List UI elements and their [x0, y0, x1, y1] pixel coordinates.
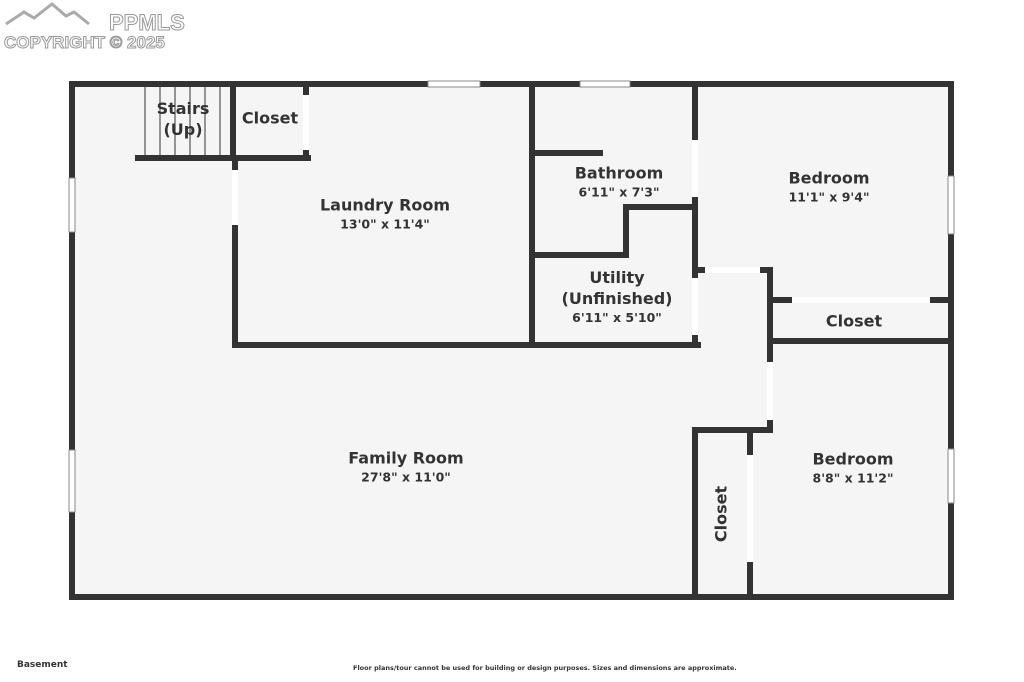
window: [947, 175, 955, 235]
stair-treads: [144, 87, 221, 155]
floor-label: Basement: [17, 660, 68, 670]
window: [947, 448, 955, 504]
ppmls-watermark: PPMLS COPYRIGHT © 2025: [4, 2, 185, 53]
window: [427, 80, 481, 88]
door: [705, 267, 760, 273]
door: [747, 455, 753, 562]
copyright-text: COPYRIGHT © 2025: [4, 33, 166, 53]
window: [579, 80, 631, 88]
door: [303, 95, 309, 150]
brand-text: PPMLS: [109, 10, 186, 36]
room-stairs: Stairs (Up): [156, 99, 210, 139]
window: [68, 449, 76, 513]
mountain-logo-icon: [5, 2, 90, 26]
doors-and-windows: [68, 80, 955, 562]
door: [792, 297, 930, 303]
room-closet-1: Closet: [241, 108, 299, 128]
window: [68, 177, 76, 233]
room-utility: Utility (Unfinished)6'11" x 5'10": [561, 268, 673, 325]
room-closet-3: Closet: [711, 485, 731, 543]
door: [692, 140, 698, 197]
door: [767, 362, 773, 420]
room-closet-2: Closet: [825, 311, 883, 331]
disclaimer: Floor plans/tour cannot be used for buil…: [353, 664, 737, 672]
door: [692, 278, 698, 335]
door: [232, 170, 238, 225]
